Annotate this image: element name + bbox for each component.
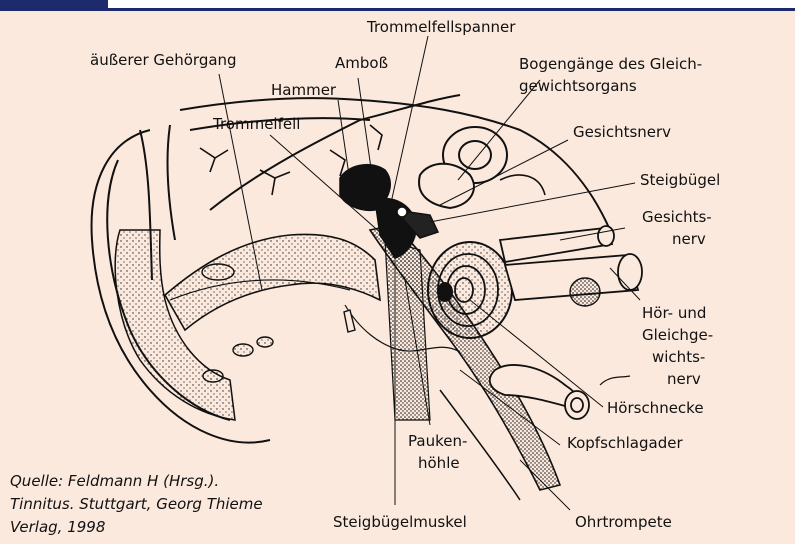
label-hoer-line2: Gleichge- — [642, 327, 713, 344]
label-kopfschlagader: Kopfschlagader — [567, 435, 683, 452]
source-line-1: Quelle: Feldmann H (Hrsg.). — [10, 470, 263, 493]
source-line-2: Tinnitus. Stuttgart, Georg Thieme — [10, 493, 263, 516]
label-trommelfell: Trommelfell — [213, 116, 300, 133]
label-paukenhoehle-line1: Pauken- — [408, 433, 467, 450]
label-ohrtrompete: Ohrtrompete — [575, 514, 672, 531]
label-gesichtsnerv2-line2: nerv — [672, 231, 706, 248]
label-hoer-line4: nerv — [667, 371, 701, 388]
facial-nerve-shape — [500, 226, 614, 262]
label-hammer: Hammer — [271, 82, 336, 99]
label-hoerschnecke: Hörschnecke — [607, 400, 704, 417]
label-hoer-line1: Hör- und — [642, 305, 706, 322]
label-gesichtsnerv: Gesichtsnerv — [573, 124, 671, 141]
label-bogengaenge-line1: Bogengänge des Gleich- — [519, 56, 702, 73]
label-bogengaenge-line2: gewichtsorgans — [519, 78, 637, 95]
semicircular-canals-shape — [419, 127, 507, 208]
label-gesichtsnerv2-line1: Gesichts- — [642, 209, 712, 226]
label-paukenhoehle-line2: höhle — [418, 455, 460, 472]
source-line-3: Verlag, 1998 — [10, 516, 263, 539]
label-trommelfellspanner: Trommelfellspanner — [367, 19, 515, 36]
label-hoer-line3: wichts- — [652, 349, 705, 366]
label-steigbuegelmuskel: Steigbügelmuskel — [333, 514, 467, 531]
label-amboss: Amboß — [335, 55, 388, 72]
label-ausserer-gehoergang: äußerer Gehörgang — [90, 52, 237, 69]
source-citation: Quelle: Feldmann H (Hrsg.). Tinnitus. St… — [10, 470, 263, 539]
label-steigbuegel: Steigbügel — [640, 172, 720, 189]
